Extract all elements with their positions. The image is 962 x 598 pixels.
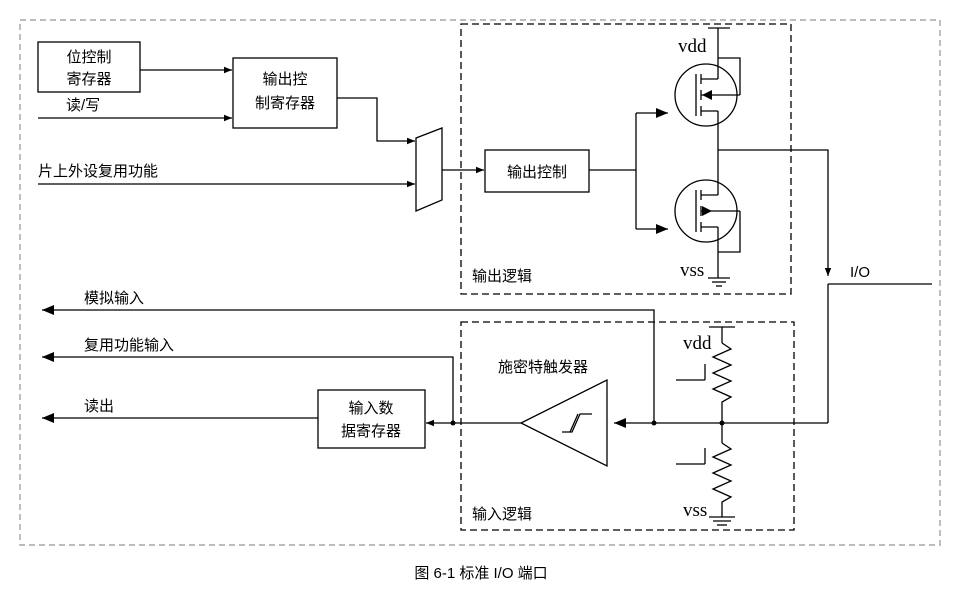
wire-outctrlreg-to-mux [337,97,415,145]
bit-control-register-line2: 寄存器 [66,70,111,88]
wire-driver-to-io [718,149,832,276]
input-data-register-line1: 输入数 [348,400,393,417]
output-control-register-line2: 制寄存器 [255,94,315,112]
vdd-top-label: vdd [678,36,707,57]
output-logic-region [460,23,792,295]
nmos-transistor [674,150,741,278]
output-control-register-line1: 输出控 [262,71,307,88]
output-logic-label: 输出逻辑 [472,268,532,285]
input-data-register-block: 输入数 据寄存器 [317,389,426,449]
output-control-block: 输出控制 [484,149,590,193]
vss-bottom-label: vss [683,500,707,521]
port-boundary [19,19,941,546]
bit-control-register-line1: 位控制 [66,49,111,66]
vss-top-label: vss [680,260,704,281]
schmitt-trigger-label: 施密特触发器 [498,359,588,376]
analog-input-label: 模拟输入 [84,290,144,307]
input-logic-label: 输入逻辑 [472,506,532,523]
wire-analog-input [42,305,655,423]
read-write-label: 读/写 [66,97,100,114]
io-label: I/O [850,264,870,281]
junction-resistors [719,420,725,426]
pullup-resistor [676,326,735,423]
multiplexer [415,127,443,212]
pulldown-resistor [676,423,735,526]
bit-control-register-block: 位控制 寄存器 [37,41,141,93]
vdd-bottom-label: vdd [683,333,712,354]
ground-symbol-top [708,277,730,287]
input-logic-region [460,321,795,531]
output-control-register-block: 输出控 制寄存器 [232,57,338,129]
figure-caption: 图 6-1 标准 I/O 端口 [414,565,547,582]
wire-alt-function-input [42,352,454,423]
input-data-register-line2: 据寄存器 [341,422,401,440]
read-out-label: 读出 [84,398,114,415]
pmos-transistor [674,27,741,150]
output-control-label: 输出控制 [507,164,567,181]
schmitt-trigger [519,378,608,468]
alt-function-input-label: 复用功能输入 [84,336,174,354]
peripheral-alt-label: 片上外设复用功能 [38,162,158,180]
